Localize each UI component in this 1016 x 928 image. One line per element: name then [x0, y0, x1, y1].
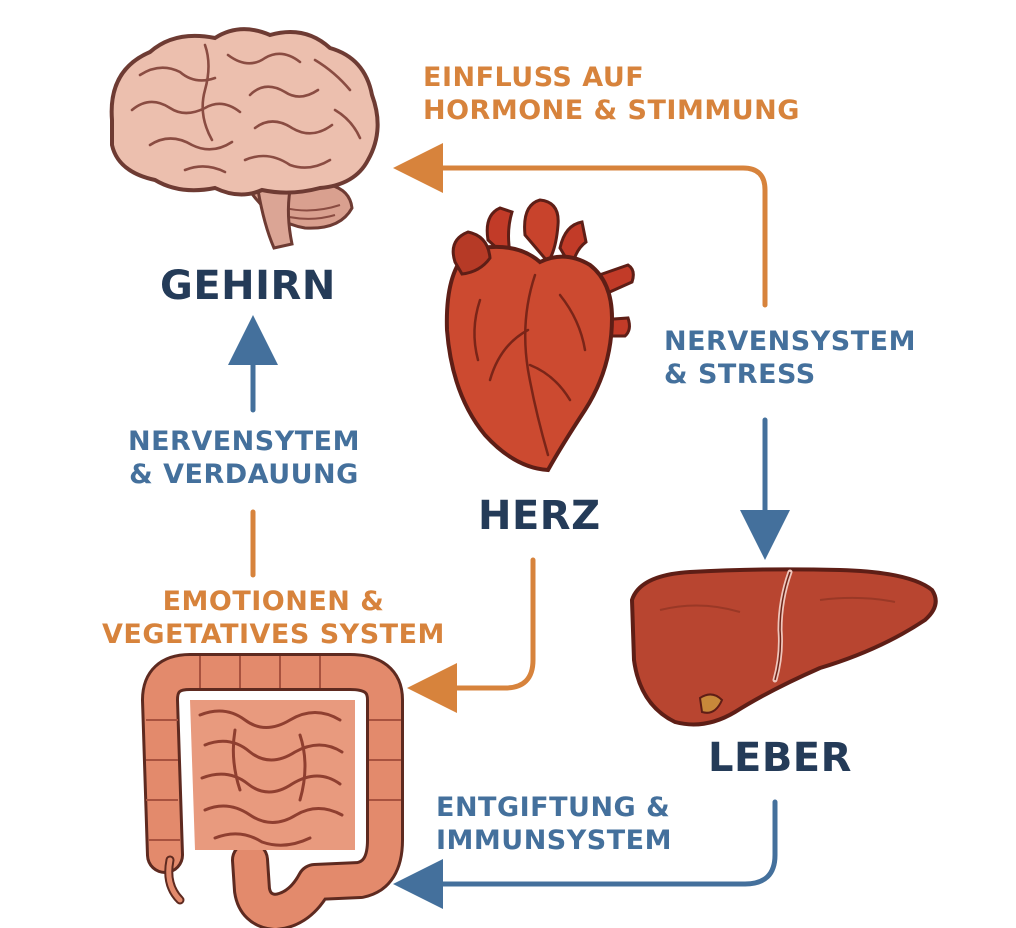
label-detox-immune-line2: IMMUNSYSTEM — [436, 824, 672, 856]
label-nervous-digestion: NERVENSYTEM & VERDAUUNG — [128, 426, 360, 492]
brain-label: GEHIRN — [160, 263, 336, 309]
heart-label: HERZ — [478, 493, 601, 539]
arrow-heart-to-intestine — [407, 557, 536, 713]
arrow-hormones-to-brain — [393, 143, 768, 308]
label-hormones-mood: EINFLUSS AUF HORMONE & STIMMUNG — [423, 62, 800, 128]
label-detox-immune: ENTGIFTUNG & IMMUNSYSTEM — [436, 792, 672, 858]
label-hormones-mood-line1: EINFLUSS AUF — [423, 62, 645, 93]
brain-icon — [109, 27, 380, 250]
label-emotions-vegetative-line2: VEGETATIVES SYSTEM — [102, 618, 445, 650]
label-nervous-stress-line1: NERVENSYSTEM — [664, 326, 916, 357]
label-nervous-stress: NERVENSYSTEM & STRESS — [664, 326, 916, 392]
label-nervous-stress-line2: & STRESS — [664, 358, 816, 390]
label-emotions-vegetative-line1: EMOTIONEN & — [162, 586, 385, 617]
label-detox-immune-line1: ENTGIFTUNG & — [436, 792, 671, 823]
arrow-liver-to-intestine — [393, 799, 778, 909]
liver-label: LEBER — [708, 735, 852, 781]
heart-icon — [444, 198, 635, 473]
label-nervous-digestion-line1: NERVENSYTEM — [128, 426, 360, 457]
label-emotions-vegetative: EMOTIONEN & VEGETATIVES SYSTEM — [102, 586, 445, 652]
label-nervous-digestion-line2: & VERDAUUNG — [129, 458, 359, 490]
label-hormones-mood-line2: HORMONE & STIMMUNG — [423, 94, 800, 126]
liver-icon — [629, 567, 938, 727]
intestine-icon — [141, 653, 404, 928]
